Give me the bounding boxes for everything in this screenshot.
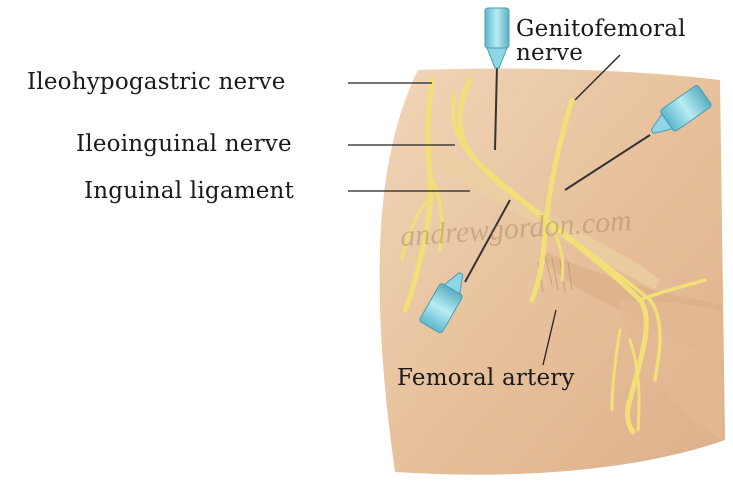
- label-ileoinguinal-nerve: Ileoinguinal nerve: [76, 131, 292, 157]
- label-femoral-artery: Femoral artery: [397, 365, 575, 391]
- label-genitofemoral-line2: nerve: [516, 40, 583, 66]
- label-inguinal-ligament: Inguinal ligament: [84, 178, 294, 204]
- label-ileohypogastric-nerve: Ileohypogastric nerve: [27, 69, 286, 95]
- label-genitofemoral-line1: Genitofemoral: [516, 16, 686, 42]
